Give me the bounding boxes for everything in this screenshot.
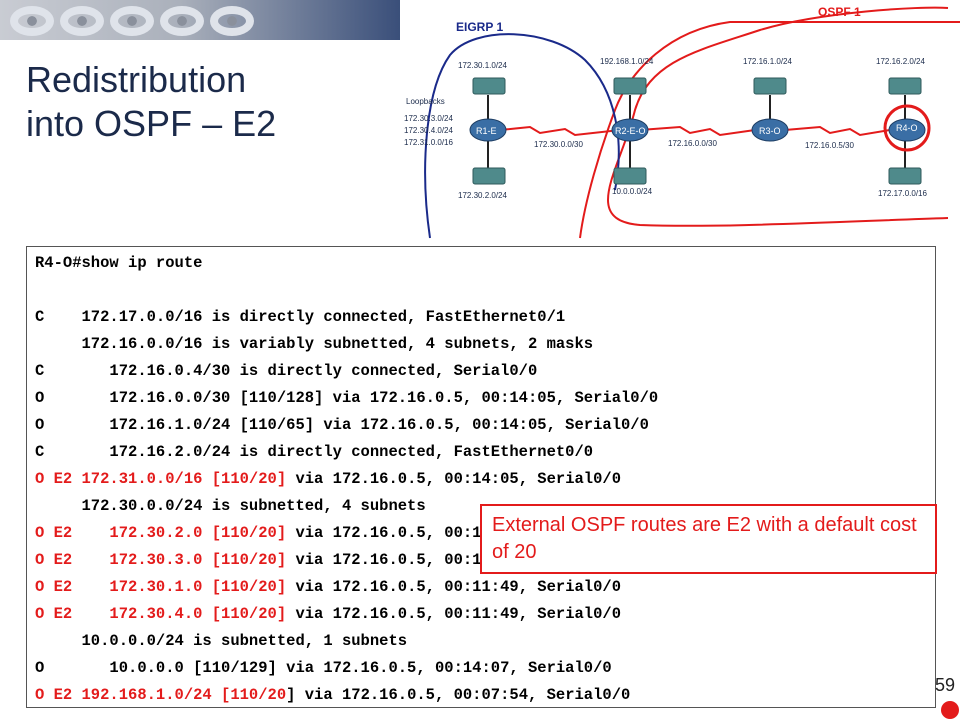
router-label-r3: R3-O bbox=[759, 126, 781, 136]
route-highlight: O E2 172.31.0.0/16 [110/20] bbox=[35, 470, 287, 488]
ring-graphic bbox=[210, 6, 254, 36]
route-line: R4-O#show ip route bbox=[35, 251, 202, 275]
router-icon bbox=[469, 118, 507, 142]
switch-icon bbox=[753, 77, 787, 95]
route-text: 172.16.0.0/16 is variably subnetted, 4 s… bbox=[35, 335, 594, 353]
route-line: C 172.16.0.4/30 is directly connected, S… bbox=[35, 359, 537, 383]
route-text: O 172.16.1.0/24 [110/65] via 172.16.0.5,… bbox=[35, 416, 649, 434]
route-line: 172.16.0.0/16 is variably subnetted, 4 s… bbox=[35, 332, 594, 356]
loopback-address: 172.30.4.0/24 bbox=[404, 126, 453, 135]
route-text: C 172.16.0.4/30 is directly connected, S… bbox=[35, 362, 538, 380]
route-text: C 172.16.2.0/24 is directly connected, F… bbox=[35, 443, 594, 461]
route-text: O 172.16.0.0/30 [110/128] via 172.16.0.5… bbox=[35, 389, 659, 407]
route-text: 10.0.0.0/24 is subnetted, 1 subnets bbox=[35, 632, 408, 650]
highlight-circle bbox=[883, 104, 931, 152]
switch-icon bbox=[888, 167, 922, 185]
slide-title: Redistribution into OSPF – E2 bbox=[26, 58, 276, 146]
router-label-r1: R1-E bbox=[476, 126, 497, 136]
route-line: O E2 172.31.0.0/16 [110/20] via 172.16.0… bbox=[35, 467, 621, 491]
route-text: O 10.0.0.0 [110/129] via 172.16.0.5, 00:… bbox=[35, 659, 612, 677]
link-label: 172.16.0.0/30 bbox=[668, 139, 717, 148]
serial-link-r2-r3 bbox=[639, 125, 756, 137]
switch-icon bbox=[472, 167, 506, 185]
route-highlight: O E2 192.168.1.0/24 [110/20 bbox=[35, 686, 287, 704]
page-number: 59 bbox=[935, 675, 956, 695]
lan-label: 172.30.2.0/24 bbox=[458, 191, 507, 200]
eigrp-label: EIGRP 1 bbox=[456, 20, 503, 34]
loopbacks-label: Loopbacks bbox=[406, 97, 445, 106]
lan-label: 172.17.0.0/16 bbox=[878, 189, 927, 198]
title-line-2: into OSPF – E2 bbox=[26, 103, 277, 144]
route-line: 10.0.0.0/24 is subnetted, 1 subnets bbox=[35, 629, 408, 653]
route-line: 172.30.0.0/24 is subnetted, 4 subnets bbox=[35, 494, 426, 518]
serial-link-r1-r2 bbox=[499, 125, 621, 137]
ring-graphic bbox=[60, 6, 104, 36]
loopback-address: 172.31.0.0/16 bbox=[404, 138, 453, 147]
route-line: O E2 172.30.4.0 [110/20] via 172.16.0.5,… bbox=[35, 602, 621, 626]
link-label: 172.16.0.5/30 bbox=[805, 141, 854, 150]
corner-dot bbox=[941, 701, 959, 719]
route-text: via 172.16.0.5, 00:11:49, Serial0/0 bbox=[286, 605, 622, 623]
route-text: R4-O#show ip route bbox=[35, 254, 203, 272]
route-text: ] via 172.16.0.5, 00:07:54, Serial0/0 bbox=[286, 686, 631, 704]
lan-label: 172.16.2.0/24 bbox=[876, 57, 925, 66]
ring-graphic bbox=[160, 6, 204, 36]
route-highlight: O E2 172.30.1.0 [110/20] bbox=[35, 578, 287, 596]
router-icon bbox=[888, 118, 926, 142]
callout-text: External OSPF routes are E2 with a defau… bbox=[492, 514, 917, 563]
route-text: 172.30.0.0/24 is subnetted, 4 subnets bbox=[35, 497, 426, 515]
lan-label: 192.168.1.0/24 bbox=[600, 57, 654, 66]
lan-label: 10.0.0.0/24 bbox=[612, 187, 653, 196]
route-text: C 172.17.0.0/16 is directly connected, F… bbox=[35, 308, 566, 326]
ospf-label: OSPF 1 bbox=[818, 5, 861, 19]
lan-label: 172.30.1.0/24 bbox=[458, 61, 507, 70]
serial-link-r3-r4 bbox=[784, 125, 891, 137]
route-text: via 172.16.0.5, 00:14:05, Serial0/0 bbox=[286, 470, 622, 488]
route-line: C 172.17.0.0/16 is directly connected, F… bbox=[35, 305, 565, 329]
route-highlight: O E2 172.30.3.0 [110/20] bbox=[35, 551, 287, 569]
switch-icon bbox=[613, 167, 647, 185]
switch-icon bbox=[888, 77, 922, 95]
router-label-r4: R4-O bbox=[896, 123, 918, 133]
eigrp-boundary bbox=[424, 33, 620, 239]
route-line: O 10.0.0.0 [110/129] via 172.16.0.5, 00:… bbox=[35, 656, 612, 680]
ring-graphic bbox=[10, 6, 54, 36]
lan-label: 172.16.1.0/24 bbox=[743, 57, 792, 66]
loopback-address: 172.30.3.0/24 bbox=[404, 114, 453, 123]
switch-icon bbox=[613, 77, 647, 95]
route-line: O E2 192.168.1.0/24 [110/20] via 172.16.… bbox=[35, 683, 630, 707]
ospf-boundary bbox=[579, 21, 960, 239]
router-icon bbox=[611, 118, 649, 142]
route-highlight: O E2 172.30.2.0 [110/20] bbox=[35, 524, 287, 542]
route-line: C 172.16.2.0/24 is directly connected, F… bbox=[35, 440, 593, 464]
router-label-r2: R2-E-O bbox=[615, 126, 646, 136]
link-label: 172.30.0.0/30 bbox=[534, 140, 583, 149]
route-text: via 172.16.0.5, 00:11:49, Serial0/0 bbox=[286, 578, 622, 596]
route-line: O 172.16.0.0/30 [110/128] via 172.16.0.5… bbox=[35, 386, 658, 410]
route-line: O 172.16.1.0/24 [110/65] via 172.16.0.5,… bbox=[35, 413, 649, 437]
network-topology-diagram: OSPF 1 EIGRP 1 R1-E R2-E-O R3-O R4-O 172… bbox=[404, 5, 960, 239]
title-line-1: Redistribution bbox=[26, 59, 247, 100]
ring-graphic bbox=[110, 6, 154, 36]
terminal-output: R4-O#show ip route C 172.17.0.0/16 is dir… bbox=[26, 246, 936, 708]
route-line: O E2 172.30.1.0 [110/20] via 172.16.0.5,… bbox=[35, 575, 621, 599]
router-icon bbox=[751, 118, 789, 142]
route-highlight: O E2 172.30.4.0 [110/20] bbox=[35, 605, 287, 623]
header-banner bbox=[0, 0, 400, 40]
callout-note: External OSPF routes are E2 with a defau… bbox=[480, 504, 937, 574]
switch-icon bbox=[472, 77, 506, 95]
